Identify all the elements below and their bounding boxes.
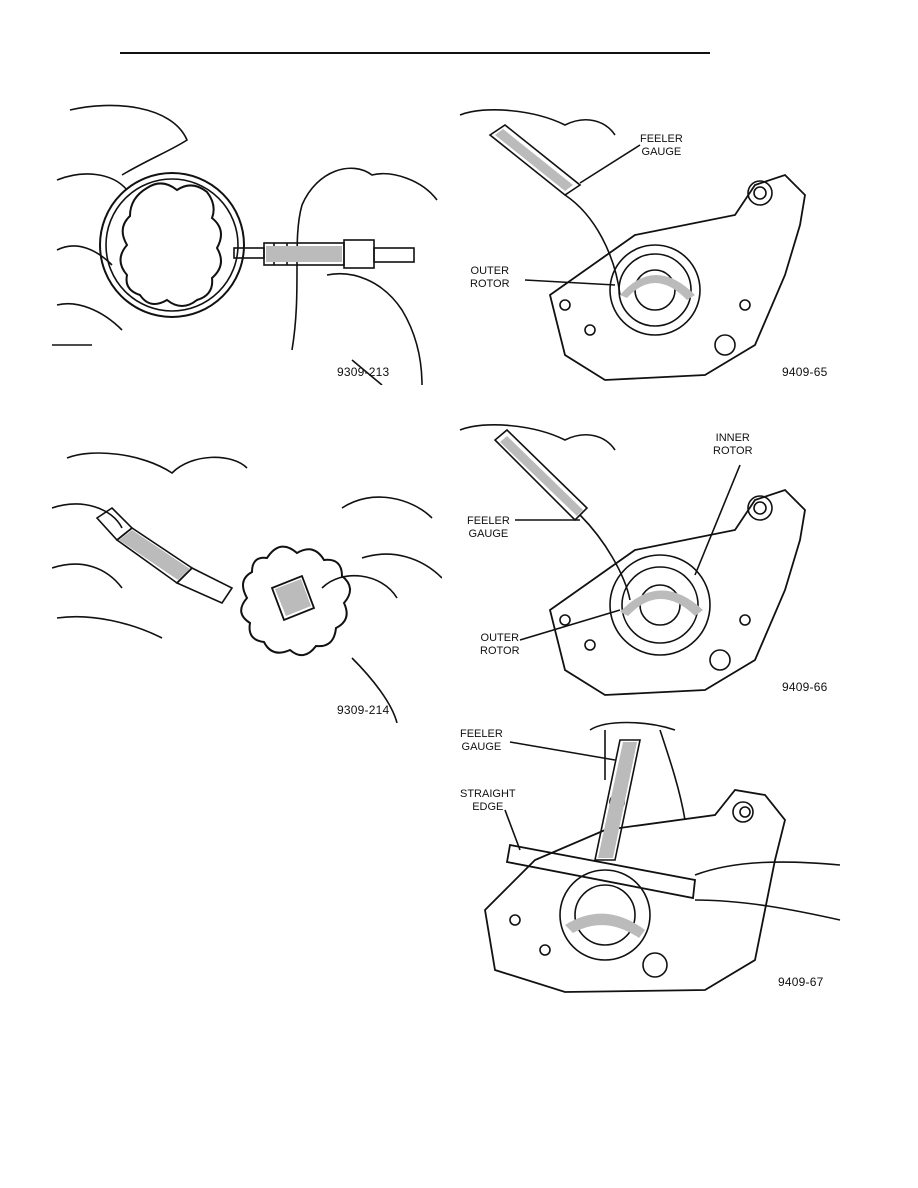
figure-number: 9309-214 bbox=[337, 703, 390, 717]
callout-outer-rotor: OUTER ROTOR bbox=[480, 632, 520, 657]
figure-9409-65: FEELER GAUGE OUTER ROTOR 9409-65 bbox=[455, 105, 850, 385]
outer-rotor-feeler-gauge-illustration bbox=[459, 109, 806, 381]
header-rule bbox=[120, 52, 710, 54]
callout-feeler-gauge: FEELER GAUGE bbox=[467, 515, 510, 540]
figure-number: 9409-66 bbox=[782, 680, 828, 694]
inner-rotor-measurement-illustration bbox=[52, 452, 442, 723]
callout-feeler-gauge: FEELER GAUGE bbox=[460, 728, 503, 753]
figure-number: 9309-213 bbox=[337, 365, 390, 379]
callout-straight-edge: STRAIGHT EDGE bbox=[460, 788, 516, 813]
figure-9409-66: INNER ROTOR FEELER GAUGE OUTER ROTOR 940… bbox=[455, 420, 850, 700]
figure-number: 9409-65 bbox=[782, 365, 828, 379]
callout-inner-rotor: INNER ROTOR bbox=[713, 432, 753, 457]
callout-outer-rotor: OUTER ROTOR bbox=[470, 265, 510, 290]
figure-9309-213: 9309-213 bbox=[52, 100, 442, 385]
callout-feeler-gauge: FEELER GAUGE bbox=[640, 133, 683, 158]
outer-rotor-measurement-illustration bbox=[52, 104, 438, 385]
straight-edge-feeler-gauge-illustration bbox=[484, 721, 841, 993]
figure-number: 9409-67 bbox=[778, 975, 824, 989]
inner-rotor-feeler-gauge-illustration bbox=[459, 424, 806, 696]
figure-9309-214: 9309-214 bbox=[52, 448, 442, 723]
figure-9409-67: FEELER GAUGE STRAIGHT EDGE 9409-67 bbox=[455, 720, 850, 1000]
